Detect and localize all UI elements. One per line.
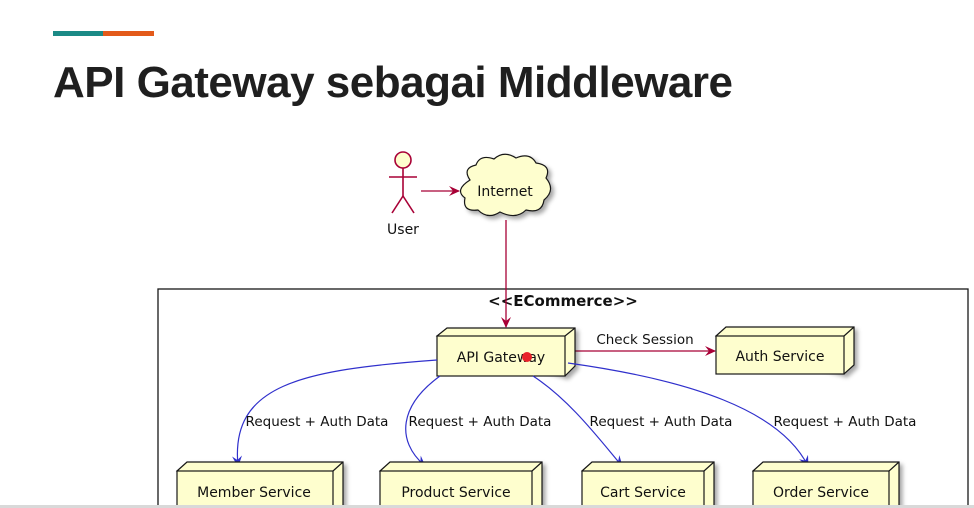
api-gateway-label: API Gateway xyxy=(457,350,545,366)
api-gateway-node xyxy=(435,327,576,377)
cart-service-node xyxy=(580,461,715,508)
member-service-node xyxy=(175,461,344,508)
request-label-order: Request + Auth Data xyxy=(774,414,917,430)
accent-bar-orange xyxy=(103,31,154,36)
order-service-node xyxy=(751,461,900,508)
order-service-label: Order Service xyxy=(773,485,869,501)
product-service-label: Product Service xyxy=(401,485,510,501)
request-label-product: Request + Auth Data xyxy=(409,414,552,430)
member-service-label: Member Service xyxy=(197,485,311,501)
request-arrow-cart xyxy=(532,375,623,467)
request-label-member: Request + Auth Data xyxy=(246,414,389,430)
slide-bottom-edge xyxy=(0,505,974,508)
internet-cloud xyxy=(459,153,552,217)
request-arrow-order xyxy=(567,362,809,467)
check-session-label: Check Session xyxy=(596,332,693,348)
user-label: User xyxy=(387,222,419,238)
user-actor-icon xyxy=(389,151,417,214)
page-title: API Gateway sebagai Middleware xyxy=(53,58,733,107)
accent-bar-teal xyxy=(53,31,103,36)
request-arrow-member xyxy=(232,359,438,467)
auth-service-label: Auth Service xyxy=(735,349,824,365)
request-label-cart: Request + Auth Data xyxy=(590,414,733,430)
auth-service-node xyxy=(714,326,855,375)
container-label: <<ECommerce>> xyxy=(488,292,638,310)
request-arrow-product xyxy=(405,375,441,467)
cursor-dot xyxy=(522,352,532,362)
cart-service-label: Cart Service xyxy=(600,485,686,501)
internet-label: Internet xyxy=(477,184,533,200)
product-service-node xyxy=(378,461,543,508)
